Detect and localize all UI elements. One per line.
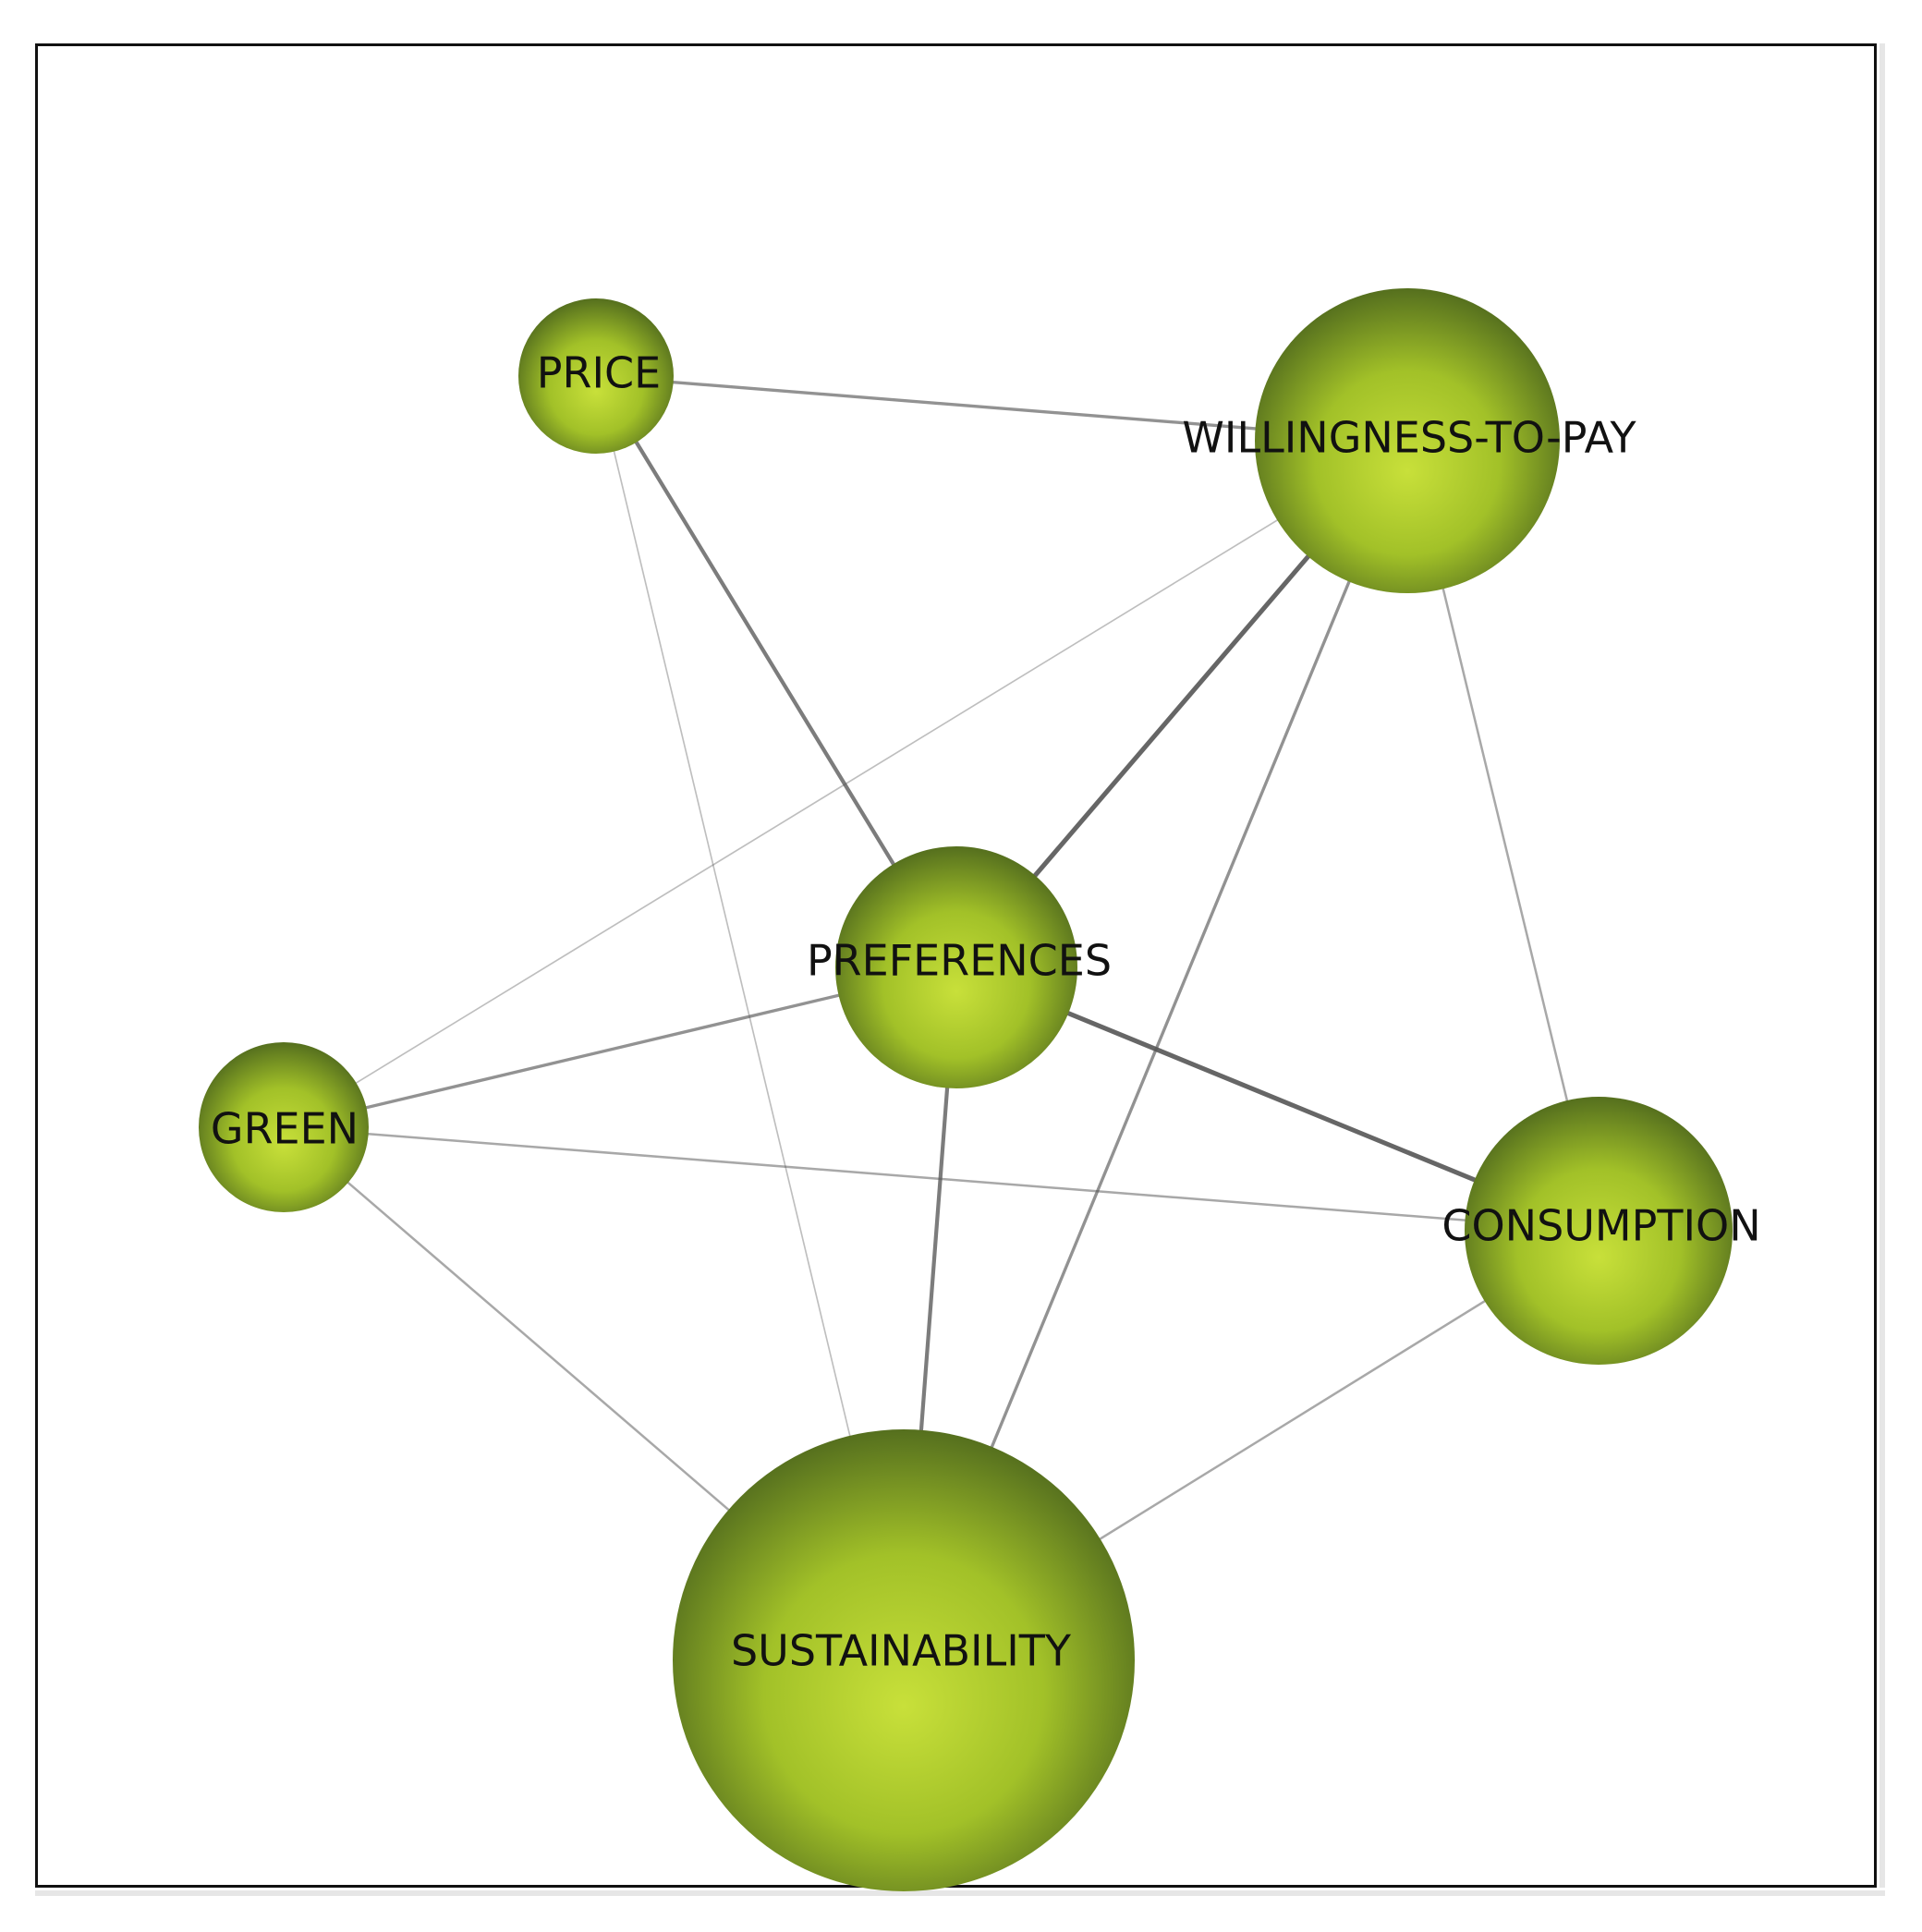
node-green bbox=[199, 1042, 369, 1212]
node-consumption bbox=[1465, 1097, 1733, 1365]
node-label-green: GREEN bbox=[211, 1104, 359, 1154]
frame-shadow-bottom bbox=[35, 1890, 1885, 1896]
node-label-preferences: PREFERENCES bbox=[807, 936, 1112, 986]
frame-shadow-right bbox=[1879, 43, 1885, 1888]
node-sustainability bbox=[673, 1429, 1135, 1891]
node-label-price: PRICE bbox=[537, 348, 661, 398]
node-label-consumption: CONSUMPTION bbox=[1442, 1201, 1760, 1251]
node-layer bbox=[199, 288, 1733, 1891]
node-label-willingness: WILLINGNESS-TO-PAY bbox=[1182, 413, 1636, 463]
node-label-sustainability: SUSTAINABILITY bbox=[731, 1626, 1072, 1676]
edge-willingness-green bbox=[283, 440, 1408, 1128]
label-layer: PRICE WILLINGNESS-TO-PAY PREFERENCES GREEN C… bbox=[211, 348, 1761, 1676]
node-price bbox=[518, 298, 674, 454]
node-willingness bbox=[1255, 288, 1560, 593]
node-preferences bbox=[835, 846, 1077, 1088]
edge-green-consumption bbox=[282, 1125, 1600, 1233]
